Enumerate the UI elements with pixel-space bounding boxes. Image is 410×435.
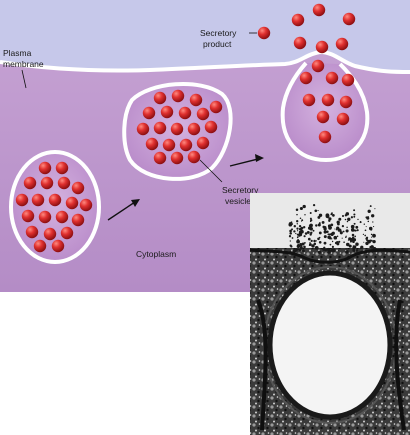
secretory-granule-icon <box>299 71 313 85</box>
secretory-granule-icon <box>48 193 62 207</box>
secretory-granule-icon <box>257 26 271 40</box>
secretory-granule-icon <box>21 209 35 223</box>
secretory-granule-icon <box>33 239 47 253</box>
secretory-granule-icon <box>162 138 176 152</box>
secretory-granule-icon <box>60 226 74 240</box>
secretory-granule-icon <box>335 37 349 51</box>
secretory-granule-icon <box>25 225 39 239</box>
secretory-granule-icon <box>38 161 52 175</box>
secretory-granule-icon <box>160 105 174 119</box>
secretory-granule-icon <box>136 122 150 136</box>
secretory-granule-icon <box>71 213 85 227</box>
secretory-granule-icon <box>321 93 335 107</box>
secretory-granule-icon <box>179 138 193 152</box>
secretory-granule-icon <box>23 176 37 190</box>
secretory-granule-icon <box>55 161 69 175</box>
secretory-granule-icon <box>311 59 325 73</box>
secretory-granule-icon <box>318 130 332 144</box>
arrow-icon <box>107 199 140 221</box>
secretory-granule-icon <box>196 136 210 150</box>
secretory-granule-icon <box>325 71 339 85</box>
secretory-granule-icon <box>153 121 167 135</box>
plasma-membrane-label: Plasma membrane <box>3 48 44 69</box>
secretory-granule-icon <box>178 106 192 120</box>
secretory-granule-icon <box>153 91 167 105</box>
secretory-granule-icon <box>65 196 79 210</box>
secretory-granule-icon <box>15 193 29 207</box>
secretory-granule-icon <box>31 193 45 207</box>
secretory-granule-icon <box>316 110 330 124</box>
released-granules <box>257 3 356 144</box>
secretory-granule-icon <box>196 107 210 121</box>
secretory-product-label: Secretory product <box>200 28 239 49</box>
secretory-granule-icon <box>51 239 65 253</box>
micrograph-granules <box>275 203 385 407</box>
secretory-granule-icon <box>170 122 184 136</box>
secretory-granule-icon <box>315 40 329 54</box>
secretory-granule-icon <box>339 95 353 109</box>
secretory-granule-icon <box>302 93 316 107</box>
secretory-granule-icon <box>189 93 203 107</box>
secretory-granule-icon <box>336 112 350 126</box>
secretory-granule-icon <box>145 137 159 151</box>
secretory-granule-icon <box>341 73 355 87</box>
secretory-granule-icon <box>171 89 185 103</box>
secretory-granule-icon <box>142 106 156 120</box>
secretory-granule-icon <box>291 13 305 27</box>
electron-micrograph <box>249 193 410 435</box>
secretory-granule-icon <box>204 120 218 134</box>
secretory-granule-icon <box>57 176 71 190</box>
secretory-granule-icon <box>153 151 167 165</box>
plasma-membrane-pointer <box>21 69 27 89</box>
secretory-granule-icon <box>43 227 57 241</box>
secretory-vesicle-label: Secretory vesicle <box>222 185 261 206</box>
arrow-icon <box>229 154 264 167</box>
secretory-granule-icon <box>209 100 223 114</box>
secretory-vesicle-pointer <box>199 159 223 183</box>
secretory-granule-icon <box>312 3 326 17</box>
vesicle-1-granules <box>15 161 93 253</box>
secretory-granule-icon <box>187 122 201 136</box>
vesicle-2-granules <box>136 89 223 165</box>
secretory-granule-icon <box>293 36 307 50</box>
secretory-granule-icon <box>79 198 93 212</box>
secretory-granule-icon <box>187 150 201 164</box>
plasma-membrane <box>0 49 410 74</box>
secretory-granule-icon <box>38 210 52 224</box>
secretory-granule-icon <box>71 181 85 195</box>
secretory-granule-icon <box>55 210 69 224</box>
cytoplasm-label: Cytoplasm <box>136 249 176 259</box>
secretory-granule-icon <box>342 12 356 26</box>
secretory-granule-icon <box>170 151 184 165</box>
secretory-granule-icon <box>40 176 54 190</box>
